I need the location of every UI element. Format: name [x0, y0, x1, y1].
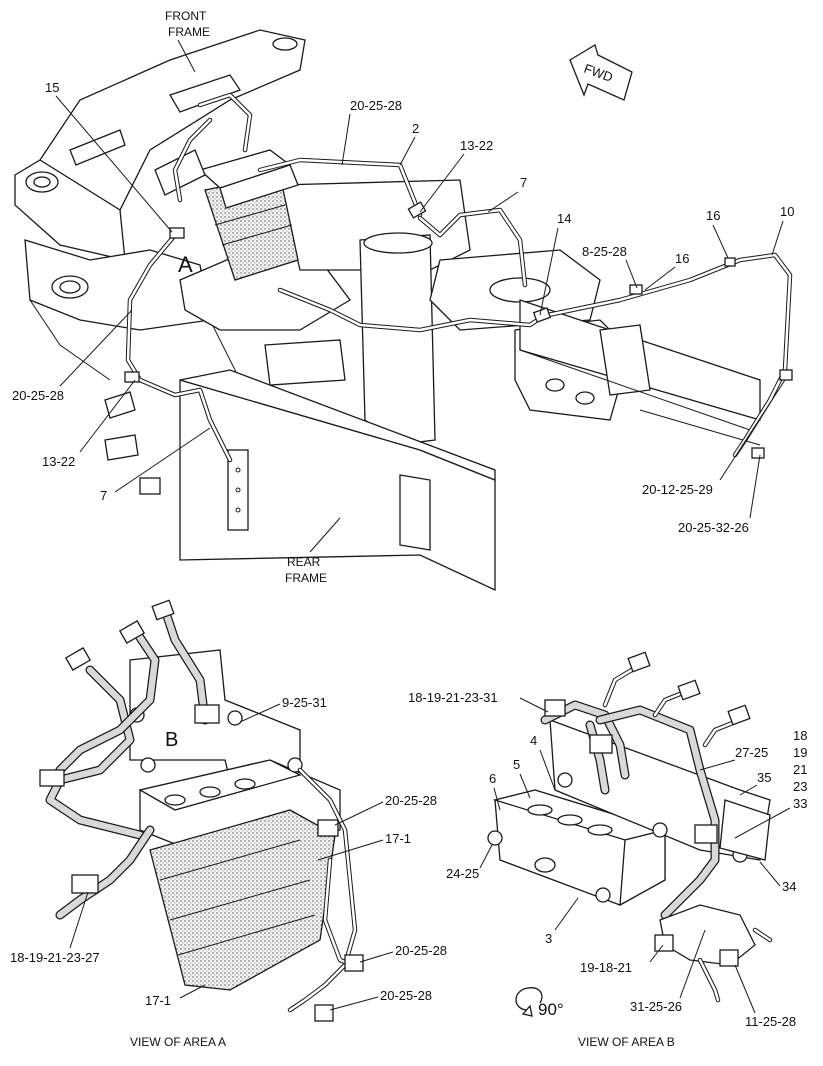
callout-7-top: 7 [520, 175, 527, 190]
valve-assembly [154, 149, 299, 281]
callout-9-25-31: 9-25-31 [282, 695, 327, 710]
callout-20-25-28-area-a: 20-25-28 [385, 793, 437, 808]
forward-arrow: FWD [569, 44, 633, 101]
callout-16-a: 16 [706, 208, 720, 223]
front-frame-label-line1: FRONT [165, 9, 207, 23]
callout-23: 23 [793, 779, 807, 794]
callout-31-25-26: 31-25-26 [630, 999, 682, 1014]
callout-13-22-top: 13-22 [460, 138, 493, 153]
callout-10: 10 [780, 204, 794, 219]
callout-7-left: 7 [100, 488, 107, 503]
callout-14: 14 [557, 211, 571, 226]
callout-4: 4 [530, 733, 537, 748]
callout-20-12-25-29: 20-12-25-29 [642, 482, 713, 497]
callout-8-25-28: 8-25-28 [582, 244, 627, 259]
callout-15: 15 [45, 80, 59, 95]
callout-20-25-28-area-a-mid: 20-25-28 [395, 943, 447, 958]
callout-11-25-28: 11-25-28 [745, 1014, 796, 1029]
area-b-detail-view: 18-19-21-23-31 4 5 6 18 19 21 23 33 27-2… [408, 651, 807, 1049]
callout-33: 33 [793, 796, 807, 811]
main-assembly-view: FWD FRONT FRAME REAR FRAME A 15 20-25-28… [12, 9, 794, 592]
callout-3: 3 [545, 931, 552, 946]
callout-19: 19 [793, 745, 807, 760]
callout-19-18-21: 19-18-21 [580, 960, 632, 975]
callout-13-22-left: 13-22 [42, 454, 75, 469]
callout-17-1-area-a-upper: 17-1 [385, 831, 411, 846]
callout-6: 6 [489, 771, 496, 786]
front-frame [14, 29, 306, 381]
rear-frame-label-line1: REAR [287, 555, 321, 569]
rotate-90-indicator: 90° [515, 987, 564, 1019]
callout-20-25-28-top: 20-25-28 [350, 98, 402, 113]
callout-2: 2 [412, 121, 419, 136]
view-of-area-a-caption: VIEW OF AREA A [130, 1035, 226, 1049]
callout-20-25-28-area-a-low: 20-25-28 [380, 988, 432, 1003]
rotate-label: 90° [538, 1000, 564, 1019]
view-of-area-b-caption: VIEW OF AREA B [578, 1035, 675, 1049]
callout-20-25-28-left: 20-25-28 [12, 388, 64, 403]
callout-5: 5 [513, 757, 520, 772]
area-a-marker: A [178, 252, 193, 277]
callout-16-b: 16 [675, 251, 689, 266]
area-b-marker: B [165, 729, 178, 751]
callout-27-25: 27-25 [735, 745, 768, 760]
front-frame-label-line2: FRAME [168, 25, 210, 39]
rear-frame [104, 299, 761, 592]
callout-18-19-21-23-31: 18-19-21-23-31 [408, 690, 498, 705]
rear-frame-label-line2: FRAME [285, 571, 327, 585]
callout-17-1-area-a-lower: 17-1 [145, 993, 171, 1008]
callout-18: 18 [793, 728, 807, 743]
callout-35: 35 [757, 770, 771, 785]
area-a-detail-view: B 9-25-31 20-25-28 17-1 [10, 599, 447, 1049]
callout-20-25-32-26: 20-25-32-26 [678, 520, 749, 535]
callout-18-19-21-23-27: 18-19-21-23-27 [10, 950, 100, 965]
callout-21: 21 [793, 762, 807, 777]
callout-34: 34 [782, 879, 796, 894]
callout-24-25: 24-25 [446, 866, 479, 881]
